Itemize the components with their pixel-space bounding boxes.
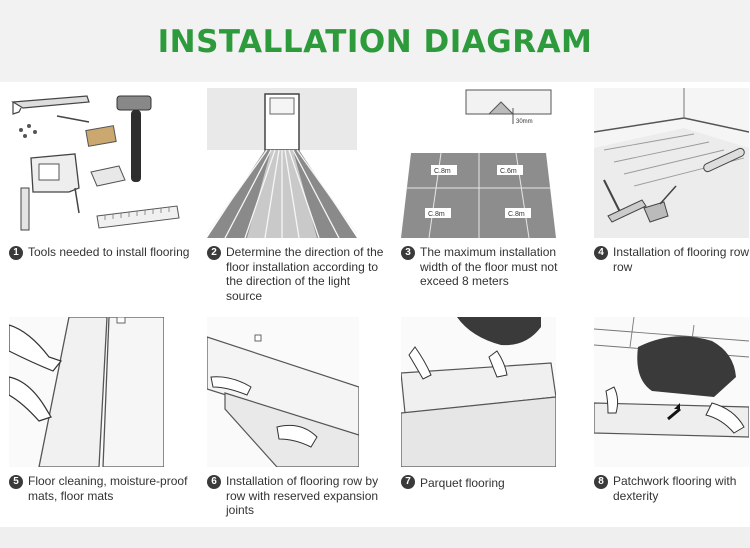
step-number-badge: 5 — [9, 475, 23, 489]
step-number-badge: 8 — [594, 475, 608, 489]
step-number-badge: 2 — [207, 246, 221, 260]
width-label: C.8m — [428, 211, 445, 218]
patchwork-icon — [594, 317, 750, 467]
width-limit-icon: 30mm C.8m C.6m C.8m C.8m — [401, 88, 581, 238]
step-caption-8: 8 Patchwork flooring with dexterity — [594, 474, 750, 503]
step-text: Determine the direction of the floor ins… — [226, 245, 384, 303]
step-caption-4: 4 Installation of flooring row by row — [594, 245, 750, 274]
page-title: INSTALLATION DIAGRAM — [157, 24, 593, 60]
expansion-joints-icon — [207, 317, 387, 467]
step-text: The maximum installation width of the fl… — [420, 245, 558, 288]
step-number-badge: 7 — [401, 475, 415, 489]
step-caption-6: 6 Installation of flooring row by row wi… — [207, 474, 389, 518]
width-label: C.6m — [500, 168, 517, 175]
width-label: C.8m — [508, 211, 525, 218]
step-caption-7: 7 Parquet flooring — [401, 474, 583, 491]
step-caption-3: 3 The maximum installation width of the … — [401, 245, 583, 289]
step-text: Installation of flooring row by row — [613, 245, 750, 274]
floor-mats-icon — [9, 317, 189, 467]
footer-band — [0, 527, 750, 548]
step-text: Installation of flooring row by row with… — [226, 474, 379, 517]
step-caption-5: 5 Floor cleaning, moisture-proof mats, f… — [9, 474, 191, 503]
light-direction-icon — [207, 88, 387, 238]
step-text: Floor cleaning, moisture-proof mats, flo… — [28, 474, 188, 503]
tools-icon — [9, 88, 189, 238]
step-caption-2: 2 Determine the direction of the floor i… — [207, 245, 389, 303]
step-number-badge: 3 — [401, 246, 415, 260]
step-number-badge: 6 — [207, 475, 221, 489]
header-band — [0, 0, 750, 82]
step-caption-1: 1 Tools needed to install flooring — [9, 245, 191, 260]
step-text: Patchwork flooring with dexterity — [613, 474, 737, 503]
width-label: C.8m — [434, 168, 451, 175]
row-installation-icon — [594, 88, 750, 238]
step-number-badge: 4 — [594, 246, 608, 260]
gap-label: 30mm — [516, 119, 533, 125]
step-text: Tools needed to install flooring — [28, 245, 190, 259]
parquet-icon — [401, 317, 581, 467]
step-number-badge: 1 — [9, 246, 23, 260]
step-text: Parquet flooring — [420, 476, 505, 490]
